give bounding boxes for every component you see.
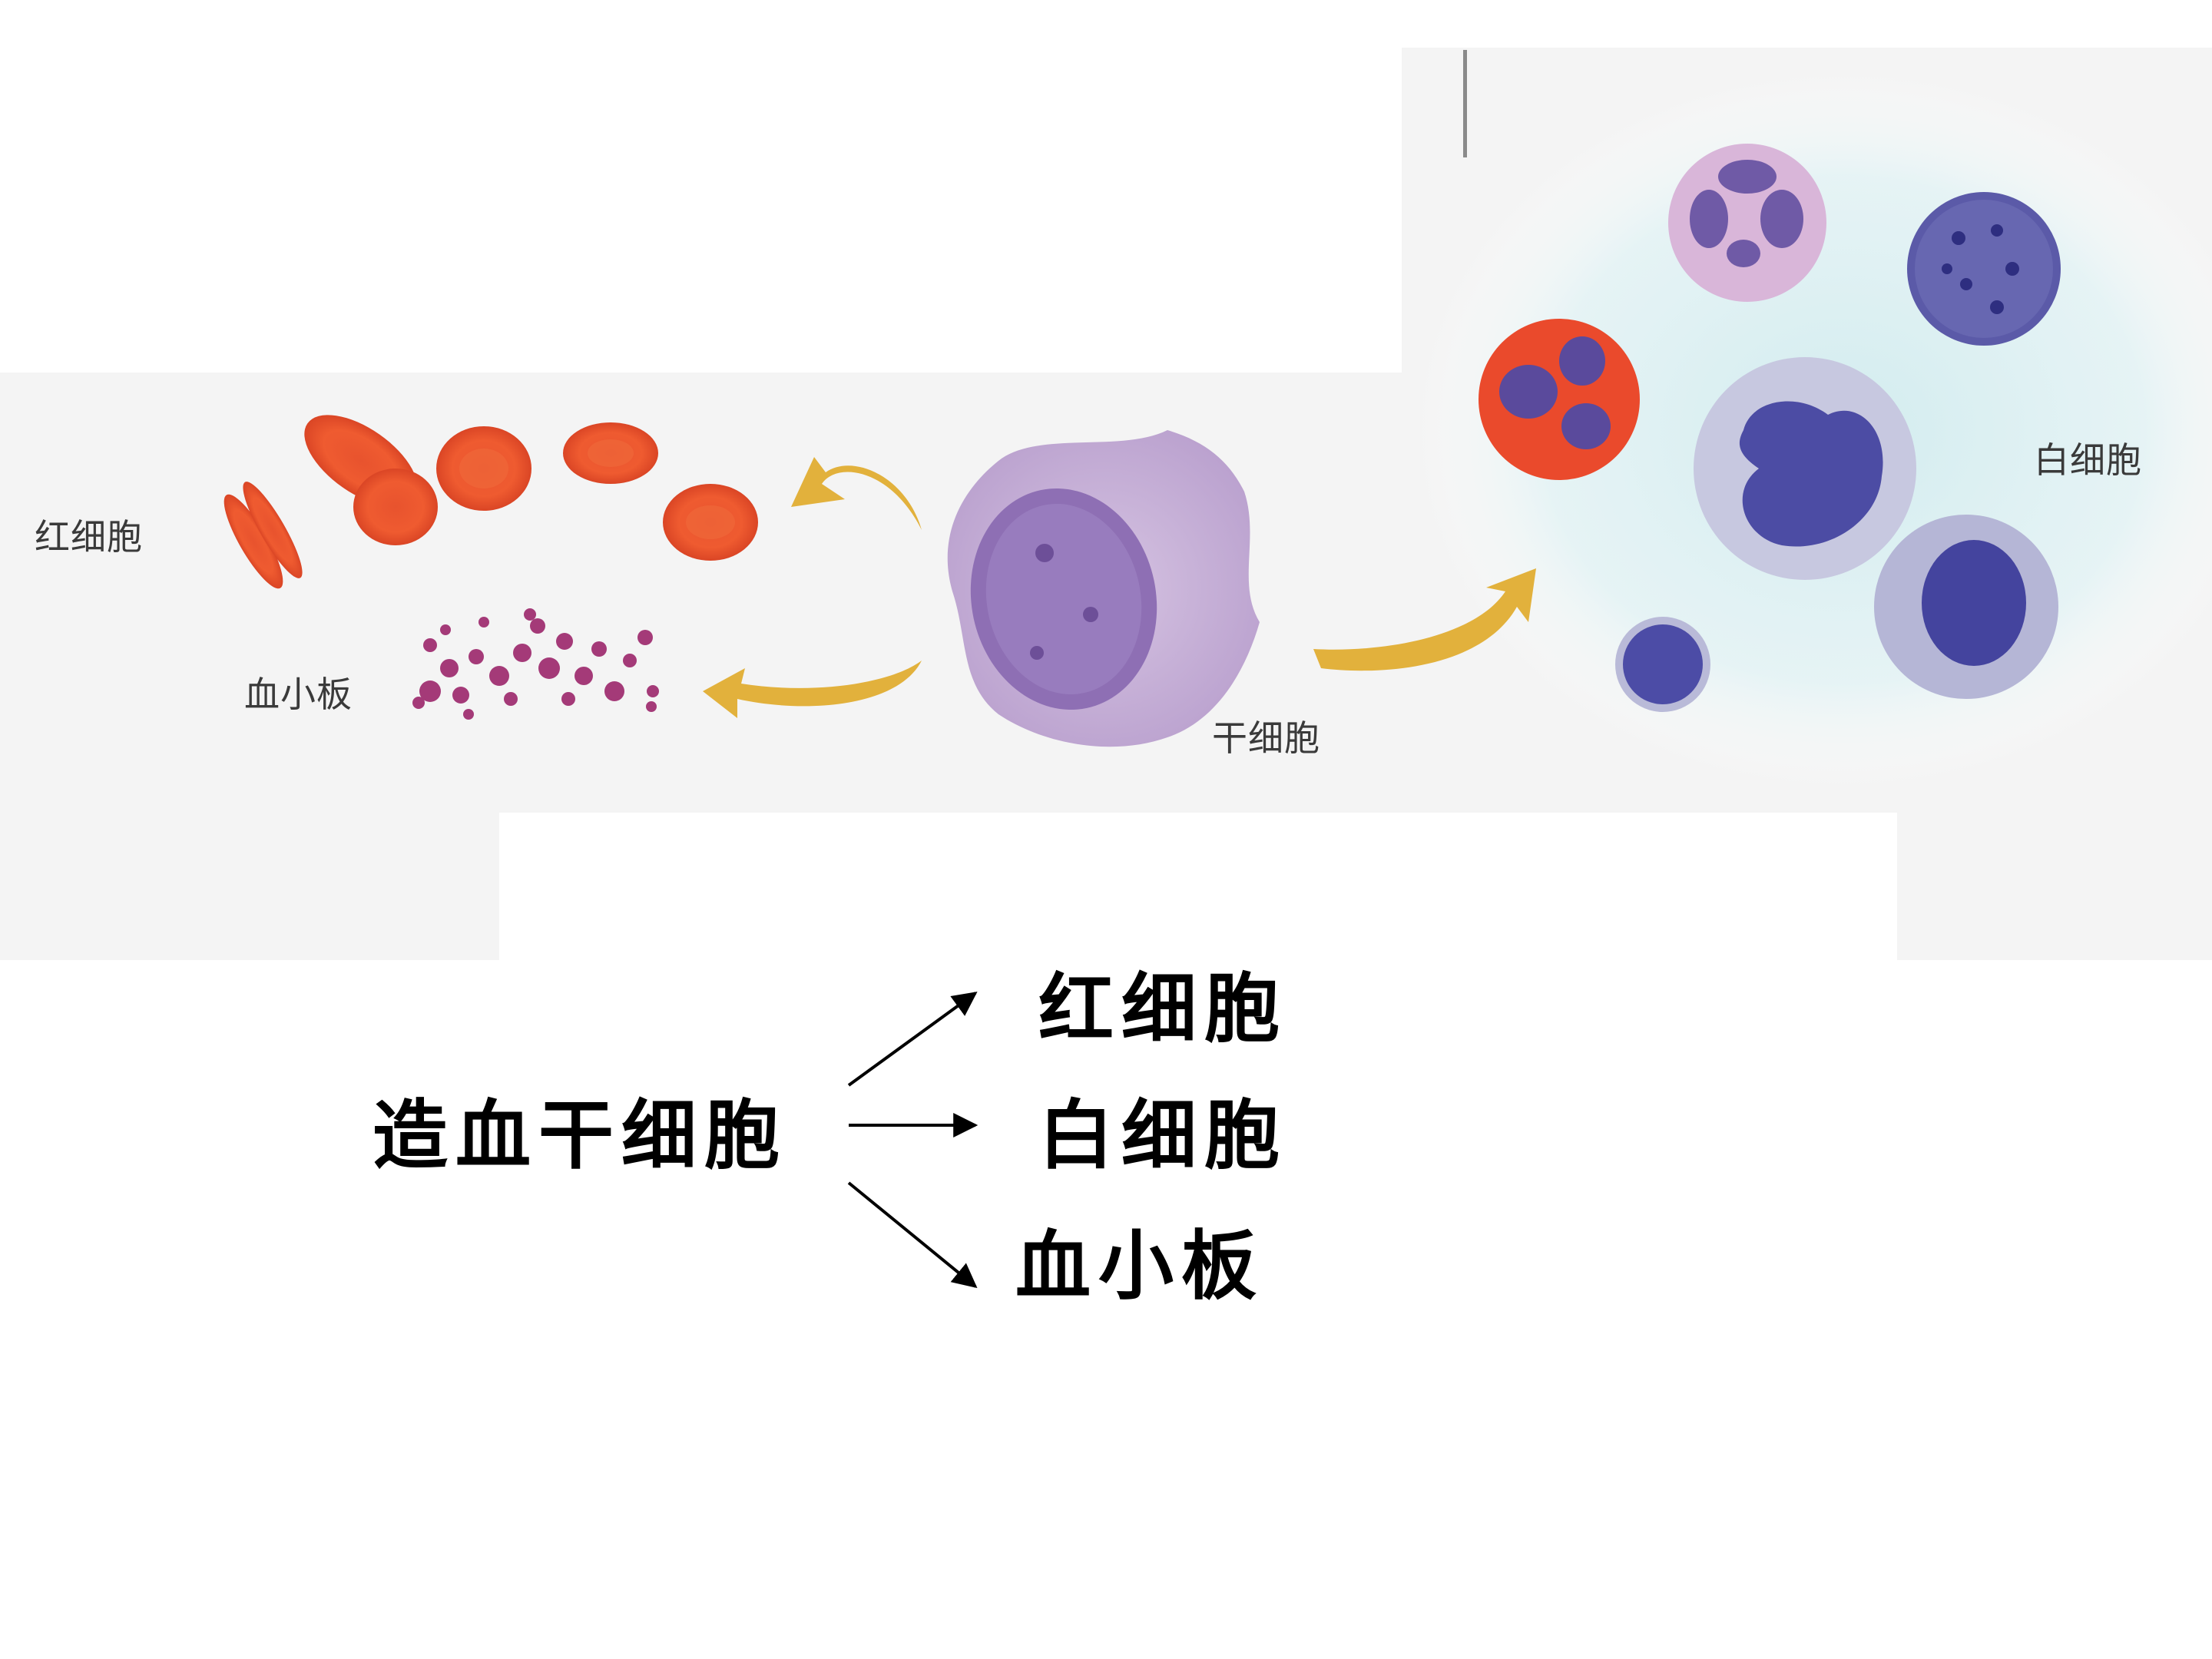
platelets [412,608,659,720]
hematopoiesis-illustration [0,48,2212,960]
red-blood-cells [224,415,758,589]
target-white-blood-cells: 白细胞 [1038,1092,1288,1180]
label-platelets: 血小板 [244,674,353,715]
arrow-to-platelets [703,661,922,718]
white-blood-cells [1479,144,2061,712]
arrow-down-icon [847,1181,978,1289]
label-white-blood-cells: 白细胞 [2034,439,2142,481]
red-blood-cell [224,494,283,589]
red-blood-cell [353,469,438,545]
source-hematopoietic-stem-cell: 造血干细胞 [373,1092,788,1180]
label-red-blood-cells: 红细胞 [35,516,143,558]
red-blood-cell [243,482,303,578]
stem-cell [947,430,1260,747]
label-stem-cell: 干细胞 [1212,717,1320,759]
differentiation-arrows [703,457,1536,718]
target-red-blood-cells: 红细胞 [1038,965,1288,1053]
target-platelets: 血小板 [1015,1223,1265,1310]
arrow-to-white-cells [1313,568,1536,671]
arrow-to-red-cells [791,457,922,530]
arrow-up-icon [847,992,978,1087]
